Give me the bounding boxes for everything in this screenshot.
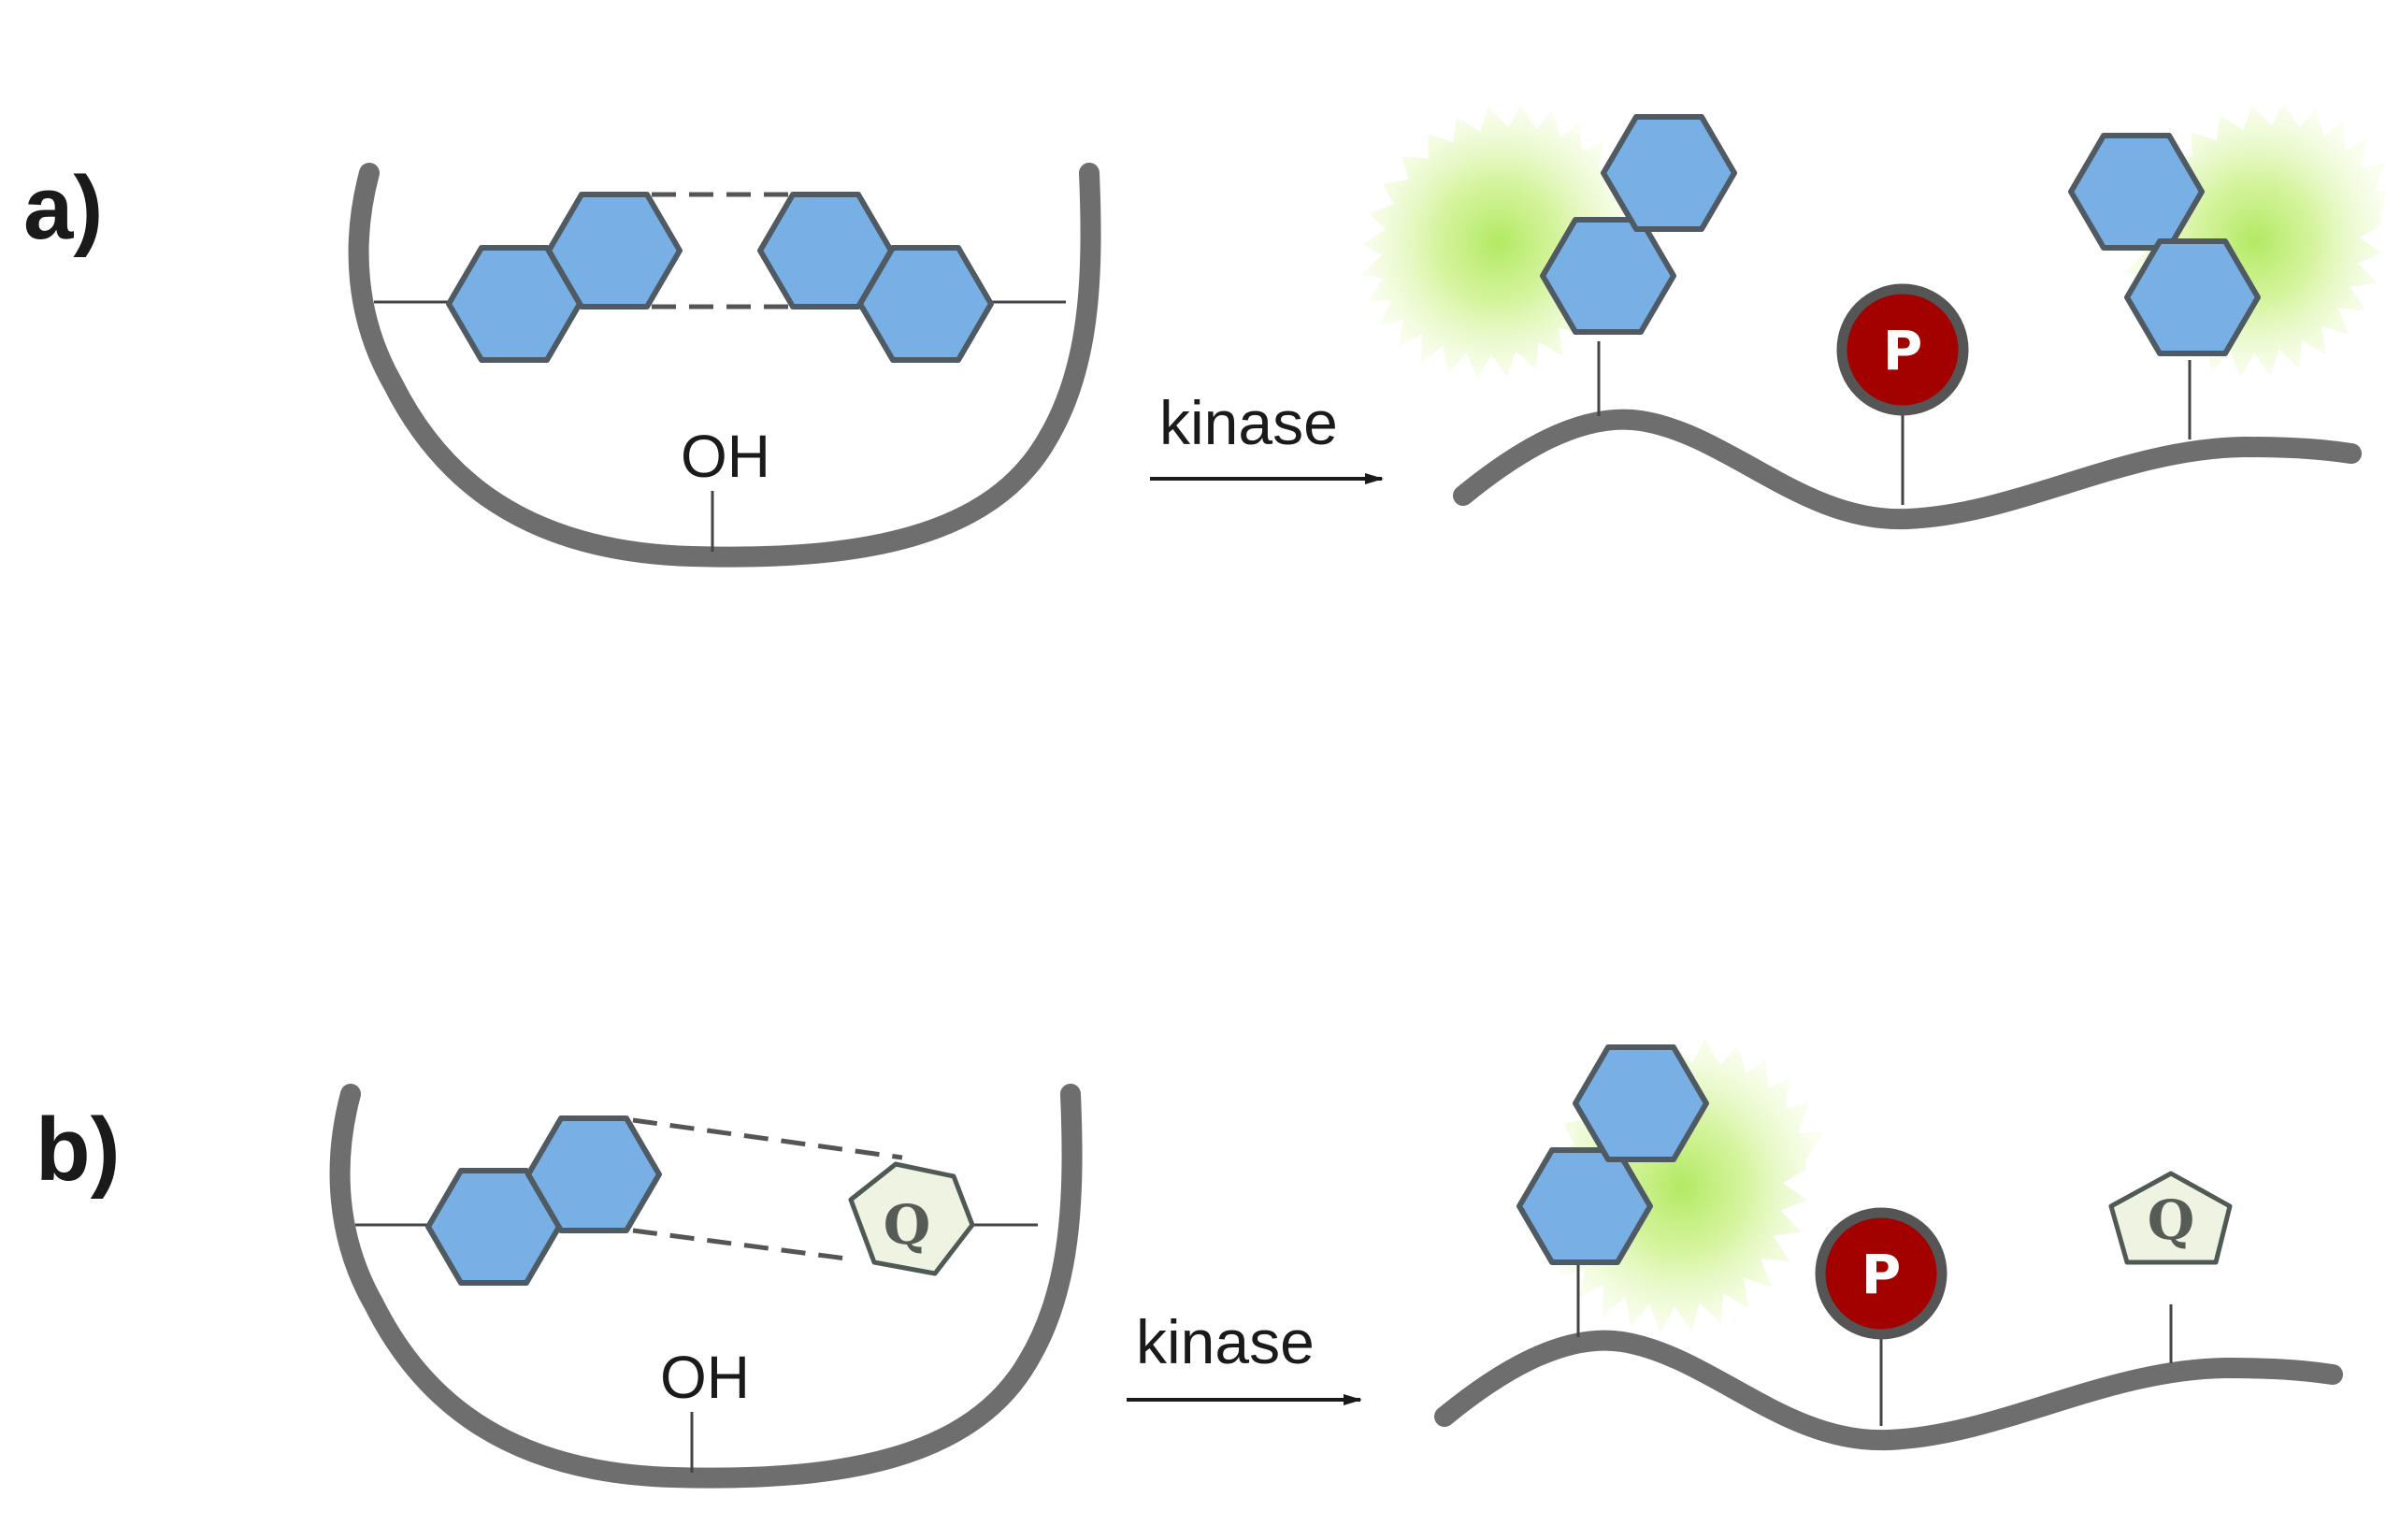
hexagon-fluorophore-icon (1540, 217, 1676, 335)
hexagon-fluorophore-icon (525, 1115, 662, 1233)
panel-b-phosphate-label: P (1861, 1243, 1902, 1306)
hexagon-fluorophore-icon (1573, 1044, 1709, 1162)
hexagon-fluorophore-icon (2124, 238, 2261, 356)
panel-a-oh-label: OH (681, 423, 770, 490)
hexagon-fluorophore-icon (546, 192, 683, 309)
panel-a-arrow-label: kinase (1159, 388, 1338, 457)
phosphate-circle-icon (1836, 283, 1969, 416)
pentagon-quencher-icon (2108, 1171, 2233, 1265)
panel-a-peptide-backbone (348, 163, 1101, 568)
panel-a: a) OH kinase P (23, 103, 2386, 568)
panel-a-label: a) (23, 158, 103, 258)
panel-b-product-quencher-label: Q (2148, 1188, 2195, 1252)
panel-b-dashed-line-top (632, 1117, 903, 1160)
panel-b-oh-label: OH (660, 1344, 750, 1411)
panel-a-product-backbone (1453, 409, 2362, 530)
phosphate-circle-icon (1815, 1207, 1948, 1340)
panel-b-arrow-label: kinase (1136, 1307, 1315, 1376)
hexagon-fluorophore-icon (1601, 114, 1737, 232)
panel-b-product-backbone (1434, 1330, 2343, 1451)
hexagon-fluorophore-icon (1516, 1147, 1653, 1265)
panel-b-quencher-label: Q (884, 1193, 931, 1257)
panel-b: b) OH Q kinase P Q (36, 1039, 2343, 1489)
hexagon-fluorophore-icon (857, 245, 994, 363)
panel-b-peptide-backbone (329, 1084, 1083, 1489)
panel-b-dashed-line-bottom (632, 1228, 847, 1261)
panel-b-label: b) (36, 1100, 121, 1200)
hexagon-fluorophore-icon (2068, 133, 2205, 251)
pentagon-quencher-icon (848, 1161, 975, 1276)
panel-a-phosphate-label: P (1883, 319, 1923, 382)
